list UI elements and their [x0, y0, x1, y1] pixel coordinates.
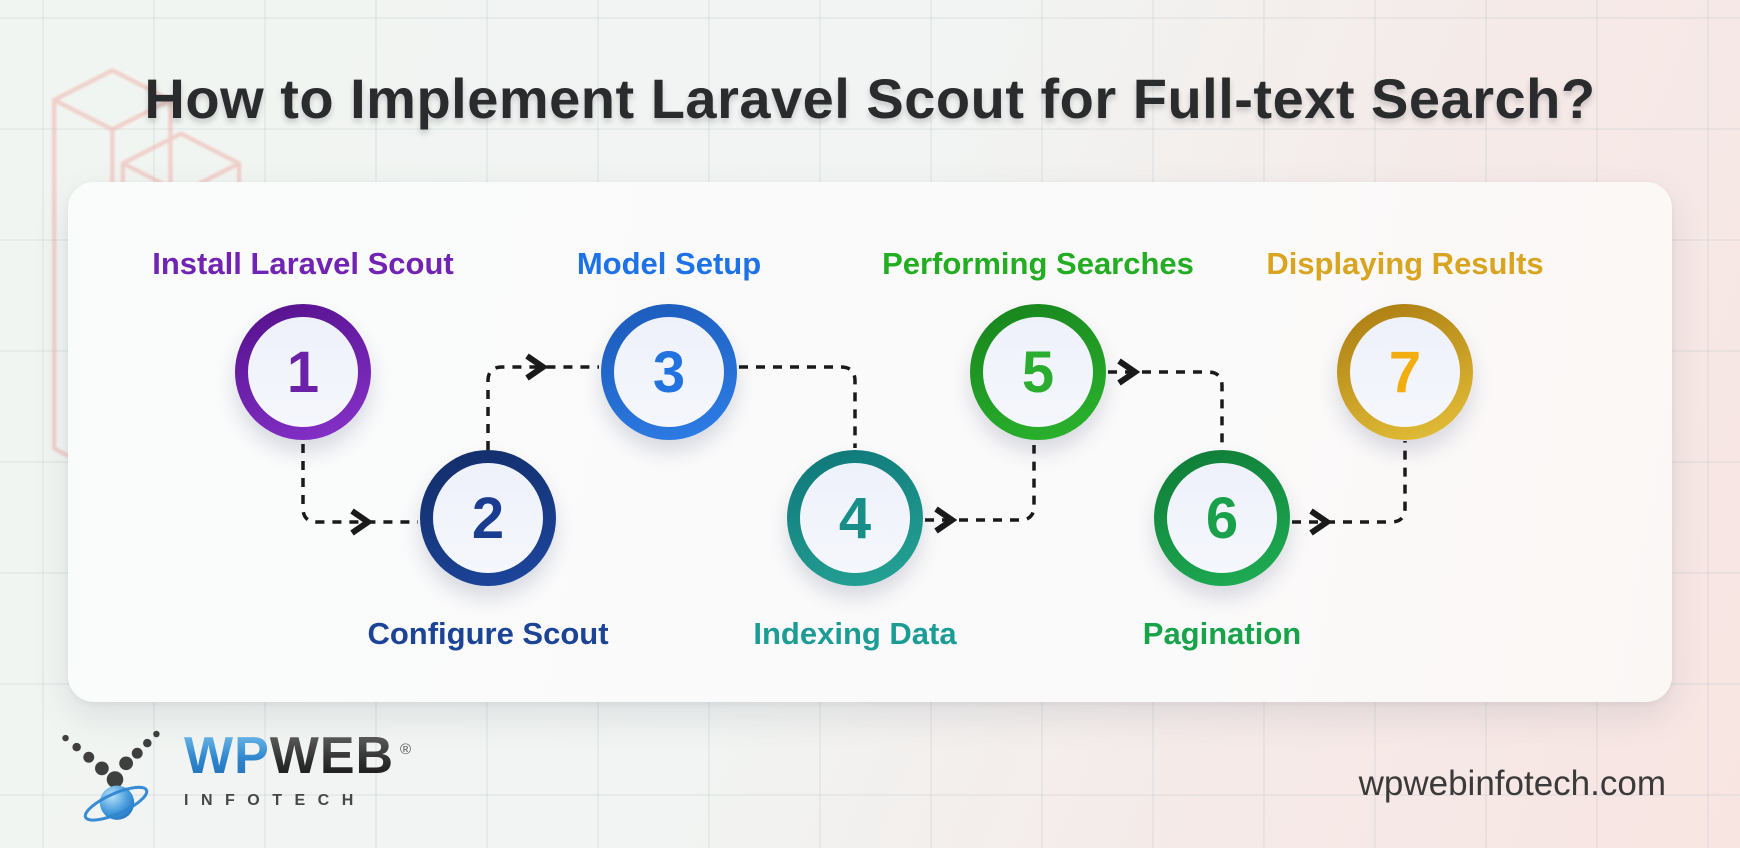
step-1: Install Laravel Scout 1	[133, 244, 473, 440]
infotech-label: INFOTECH	[184, 792, 366, 809]
page-title: How to Implement Laravel Scout for Full-…	[144, 67, 1596, 130]
step-6: Pagination 6	[1052, 450, 1392, 654]
step-label: Pagination	[1142, 616, 1302, 651]
step-3: Model Setup 3	[499, 244, 839, 440]
step-number: 6	[1205, 485, 1239, 551]
step-number-circle: 4	[787, 450, 923, 586]
step-number-circle: 2	[420, 450, 556, 586]
logo-web: WEB	[269, 727, 395, 785]
step-5: Performing Searches 5	[868, 244, 1208, 440]
step-label: Displaying Results	[1266, 246, 1544, 281]
steps-card: Install Laravel Scout 1 Configure Scout …	[68, 182, 1672, 702]
step-number: 3	[652, 339, 686, 405]
step-label: Install Laravel Scout	[152, 246, 454, 281]
step-number: 7	[1388, 339, 1422, 405]
step-number: 5	[1021, 339, 1055, 405]
step-number-circle: 6	[1154, 450, 1290, 586]
wpweb-logo: WPWEB ® INFOTECH	[58, 730, 412, 836]
step-label: Performing Searches	[882, 246, 1194, 281]
step-number: 2	[471, 485, 505, 551]
step-label: Model Setup	[576, 246, 762, 281]
step-2: Configure Scout 2	[318, 450, 658, 654]
step-number: 4	[838, 485, 872, 551]
step-number-circle: 3	[601, 304, 737, 440]
step-label: Configure Scout	[367, 616, 609, 651]
step-number-circle: 1	[235, 304, 371, 440]
step-number: 1	[286, 339, 320, 405]
wpweb-logo-text: WPWEB ® INFOTECH	[184, 730, 412, 810]
step-number-circle: 7	[1337, 304, 1473, 440]
website-text: wpwebinfotech.com	[1358, 764, 1666, 803]
logo-wp: WP	[184, 727, 270, 785]
step-label: Indexing Data	[753, 616, 957, 651]
registered-mark: ®	[400, 741, 413, 758]
wpweb-logo-icon	[62, 730, 160, 822]
step-7: Displaying Results 7	[1235, 244, 1575, 440]
step-number-circle: 5	[970, 304, 1106, 440]
step-4: Indexing Data 4	[685, 450, 1025, 654]
